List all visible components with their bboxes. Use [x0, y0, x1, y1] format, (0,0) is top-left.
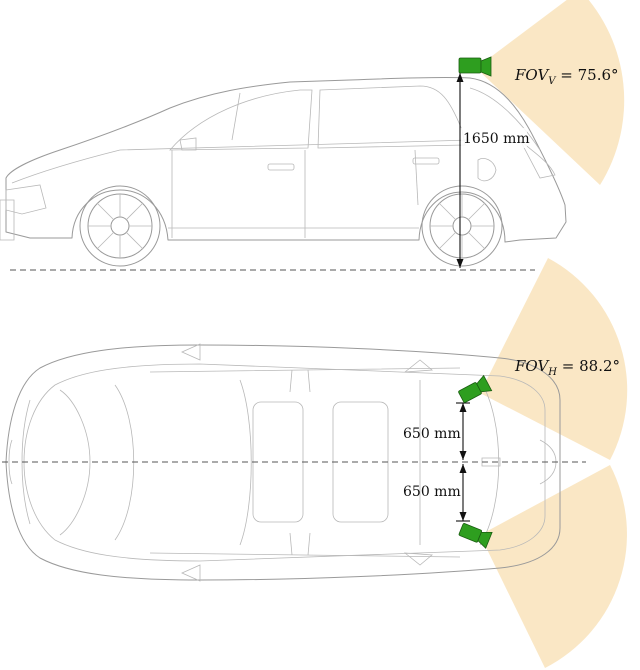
lower-offset-dimension — [456, 464, 470, 522]
lower-fov-cone — [480, 465, 627, 668]
car-side-outline — [0, 77, 567, 243]
height-dimension — [456, 73, 464, 268]
side-fov-cone — [476, 0, 625, 185]
side-front-wheel — [79, 185, 161, 267]
roof-camera-icon — [458, 56, 492, 77]
height-label: 1650 mm — [463, 131, 530, 147]
upper-fov-cone — [480, 258, 628, 460]
horizontal-fov-label: FOVH = 88.2° — [514, 357, 620, 378]
vertical-fov-label: FOVV = 75.6° — [514, 66, 619, 87]
lower-camera-icon — [458, 523, 493, 549]
upper-offset-dimension — [456, 402, 470, 460]
side-view: 1650 mm FOVV = 75.6° — [0, 0, 625, 271]
top-view: 650 mm 650 mm FOVH = 88.2° — [2, 258, 628, 668]
upper-offset-label: 650 mm — [403, 426, 461, 442]
upper-camera-icon — [458, 374, 493, 403]
lower-offset-label: 650 mm — [403, 484, 461, 500]
side-rear-wheel — [421, 185, 503, 267]
